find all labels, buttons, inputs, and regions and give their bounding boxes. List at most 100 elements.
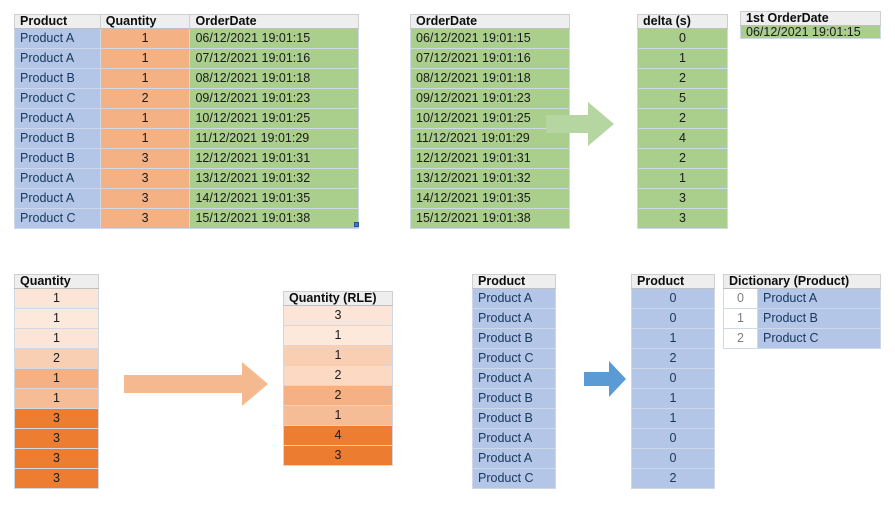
column-header-orderdate[interactable]: OrderDate (410, 14, 570, 29)
table-row[interactable]: 10/12/2021 19:01:25 (410, 107, 570, 129)
cell-orderdate[interactable]: 10/12/2021 19:01:25 (410, 107, 570, 129)
cell-quantity-rle[interactable]: 1 (283, 404, 393, 426)
table-row[interactable]: 5 (637, 87, 728, 109)
table-row[interactable]: 1 (637, 47, 728, 69)
cell-orderdate[interactable]: 11/12/2021 19:01:29 (410, 127, 570, 149)
table-row[interactable]: Product B (472, 387, 556, 409)
table-row[interactable]: 0 (637, 27, 728, 49)
table-row[interactable]: Product A (472, 367, 556, 389)
cell-quantity[interactable]: 1 (99, 127, 191, 149)
column-header-orderdate[interactable]: OrderDate (189, 14, 359, 29)
cell-product-code[interactable]: 0 (631, 367, 715, 389)
table-row[interactable]: 3 (14, 407, 99, 429)
cell-quantity[interactable]: 1 (99, 27, 191, 49)
cell-orderdate[interactable]: 14/12/2021 19:01:35 (410, 187, 570, 209)
table-row[interactable]: 0 (631, 427, 715, 449)
cell-product[interactable]: Product A (472, 307, 556, 329)
cell-orderdate[interactable]: 10/12/2021 19:01:25 (189, 107, 359, 129)
cell-product[interactable]: Product B (14, 127, 101, 149)
table-row[interactable]: 2 (283, 384, 393, 406)
table-row[interactable]: 1 (631, 407, 715, 429)
cell-quantity[interactable]: 2 (14, 347, 99, 369)
cell-orderdate[interactable]: 12/12/2021 19:01:31 (189, 147, 359, 169)
table-row[interactable]: 1 (14, 307, 99, 329)
table-row[interactable]: 14/12/2021 19:01:35 (410, 187, 570, 209)
cell-orderdate[interactable]: 06/12/2021 19:01:15 (189, 27, 359, 49)
table-row[interactable]: 2 (637, 67, 728, 89)
cell-product[interactable]: Product A (472, 447, 556, 469)
cell-product[interactable]: Product A (14, 167, 101, 189)
cell-quantity-rle[interactable]: 4 (283, 424, 393, 446)
cell-product[interactable]: Product C (14, 207, 101, 229)
cell-product-code[interactable]: 1 (631, 327, 715, 349)
cell-quantity[interactable]: 3 (99, 207, 191, 229)
table-row[interactable]: 2 (14, 347, 99, 369)
cell-quantity[interactable]: 1 (99, 47, 191, 69)
cell-quantity[interactable]: 1 (14, 387, 99, 409)
cell-orderdate[interactable]: 07/12/2021 19:01:16 (410, 47, 570, 69)
table-row[interactable]: 4 (637, 127, 728, 149)
first-orderdate-value[interactable]: 06/12/2021 19:01:15 (740, 24, 881, 39)
table-row[interactable]: 06/12/2021 19:01:15 (410, 27, 570, 49)
cell-orderdate[interactable]: 07/12/2021 19:01:16 (189, 47, 359, 69)
table-row[interactable]: 15/12/2021 19:01:38 (410, 207, 570, 229)
cell-orderdate[interactable]: 13/12/2021 19:01:32 (410, 167, 570, 189)
cell-delta[interactable]: 3 (637, 187, 728, 209)
table-row[interactable]: 3 (637, 187, 728, 209)
table-row[interactable]: 3 (14, 447, 99, 469)
cell-orderdate[interactable]: 06/12/2021 19:01:15 (410, 27, 570, 49)
cell-quantity[interactable]: 1 (14, 287, 99, 309)
cell-quantity[interactable]: 1 (14, 367, 99, 389)
cell-orderdate[interactable]: 13/12/2021 19:01:32 (189, 167, 359, 189)
cell-quantity[interactable]: 3 (14, 427, 99, 449)
table-row[interactable]: 11/12/2021 19:01:29 (410, 127, 570, 149)
cell-product[interactable]: Product B (472, 327, 556, 349)
table-row[interactable]: Product A (472, 427, 556, 449)
cell-orderdate[interactable]: 11/12/2021 19:01:29 (189, 127, 359, 149)
table-row[interactable]: 2 (637, 107, 728, 129)
first-orderdate-table[interactable]: 1st OrderDate 06/12/2021 19:01:15 (740, 11, 881, 39)
cell-dictionary-value[interactable]: Product B (757, 307, 881, 329)
table-row[interactable]: 12/12/2021 19:01:31 (410, 147, 570, 169)
table-row[interactable]: 3 (14, 467, 99, 489)
cell-quantity[interactable]: 3 (99, 147, 191, 169)
cell-delta[interactable]: 4 (637, 127, 728, 149)
cell-product-code[interactable]: 1 (631, 407, 715, 429)
cell-product[interactable]: Product C (472, 347, 556, 369)
cell-product-code[interactable]: 0 (631, 287, 715, 309)
column-header-quantity[interactable]: Quantity (14, 274, 99, 289)
cell-product-code[interactable]: 0 (631, 447, 715, 469)
cell-orderdate[interactable]: 09/12/2021 19:01:23 (410, 87, 570, 109)
cell-orderdate[interactable]: 08/12/2021 19:01:18 (410, 67, 570, 89)
cell-product-code[interactable]: 2 (631, 467, 715, 489)
table-row[interactable]: 2 (637, 147, 728, 169)
column-header-quantity-rle[interactable]: Quantity (RLE) (283, 291, 393, 306)
table-row[interactable]: 0 (631, 367, 715, 389)
cell-delta[interactable]: 1 (637, 47, 728, 69)
table-row[interactable]: 0 (631, 447, 715, 469)
cell-product[interactable]: Product A (14, 47, 101, 69)
cell-delta[interactable]: 2 (637, 147, 728, 169)
cell-product[interactable]: Product B (472, 407, 556, 429)
cell-orderdate[interactable]: 14/12/2021 19:01:35 (189, 187, 359, 209)
cell-product-code[interactable]: 0 (631, 427, 715, 449)
table-row[interactable]: 1 (283, 344, 393, 366)
cell-quantity[interactable]: 1 (14, 307, 99, 329)
cell-product[interactable]: Product A (472, 427, 556, 449)
cell-dictionary-index[interactable]: 2 (723, 327, 758, 349)
cell-product[interactable]: Product C (472, 467, 556, 489)
cell-quantity[interactable]: 3 (14, 467, 99, 489)
table-row[interactable]: 1 (631, 327, 715, 349)
cell-quantity-rle[interactable]: 1 (283, 344, 393, 366)
